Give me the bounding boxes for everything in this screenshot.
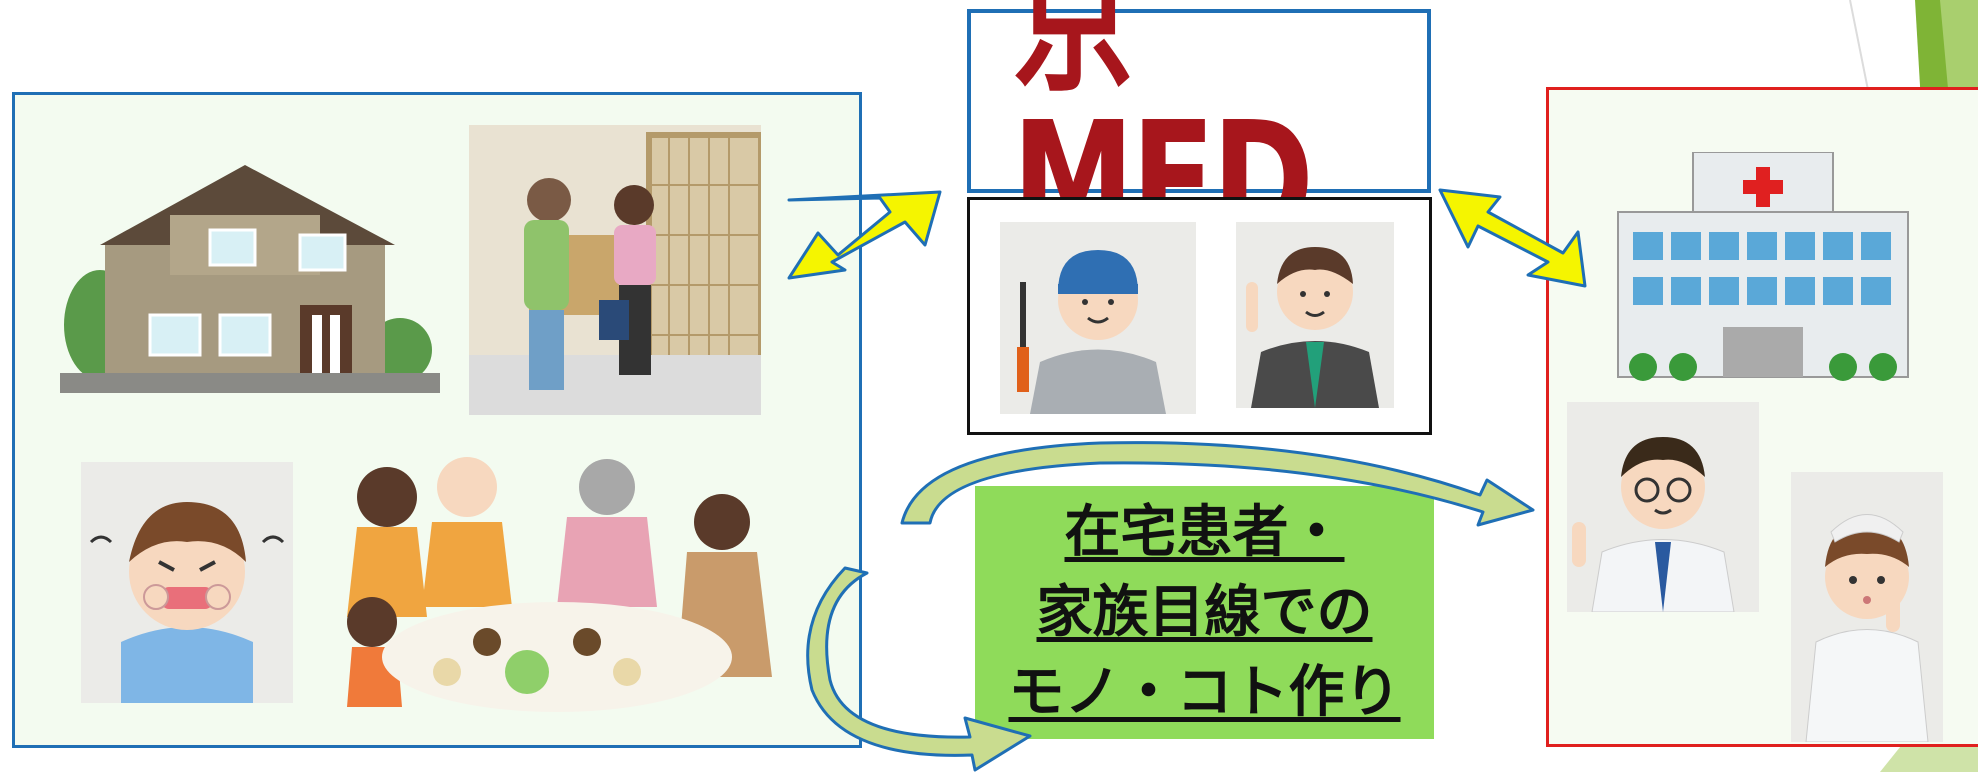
hospital-panel <box>1546 87 1978 747</box>
double-arrow-right-icon <box>1438 188 1587 288</box>
home-panel <box>12 92 862 748</box>
house-illustration <box>60 135 440 393</box>
curved-arrow-top-icon <box>900 441 1535 527</box>
family-dinner-illustration <box>327 447 791 717</box>
message-box: 在宅患者・ 家族目線での モノ・コト作り <box>975 486 1434 739</box>
double-arrow-left-icon <box>787 190 942 280</box>
doctor-illustration <box>1567 402 1759 612</box>
nurse-illustration <box>1791 472 1943 742</box>
staff-box <box>967 197 1432 435</box>
curved-arrow-bottom-icon <box>806 566 1032 772</box>
message-line-1: 在宅患者・ <box>1064 499 1345 565</box>
message-line-3: モノ・コト作り <box>1008 659 1401 725</box>
engineer-illustration <box>1000 222 1196 414</box>
hospital-illustration <box>1613 152 1913 392</box>
sick-boy-illustration <box>81 462 293 703</box>
businessman-illustration <box>1236 222 1394 408</box>
message-line-2: 家族目線での <box>1036 579 1373 645</box>
home-visit-illustration <box>469 125 761 415</box>
